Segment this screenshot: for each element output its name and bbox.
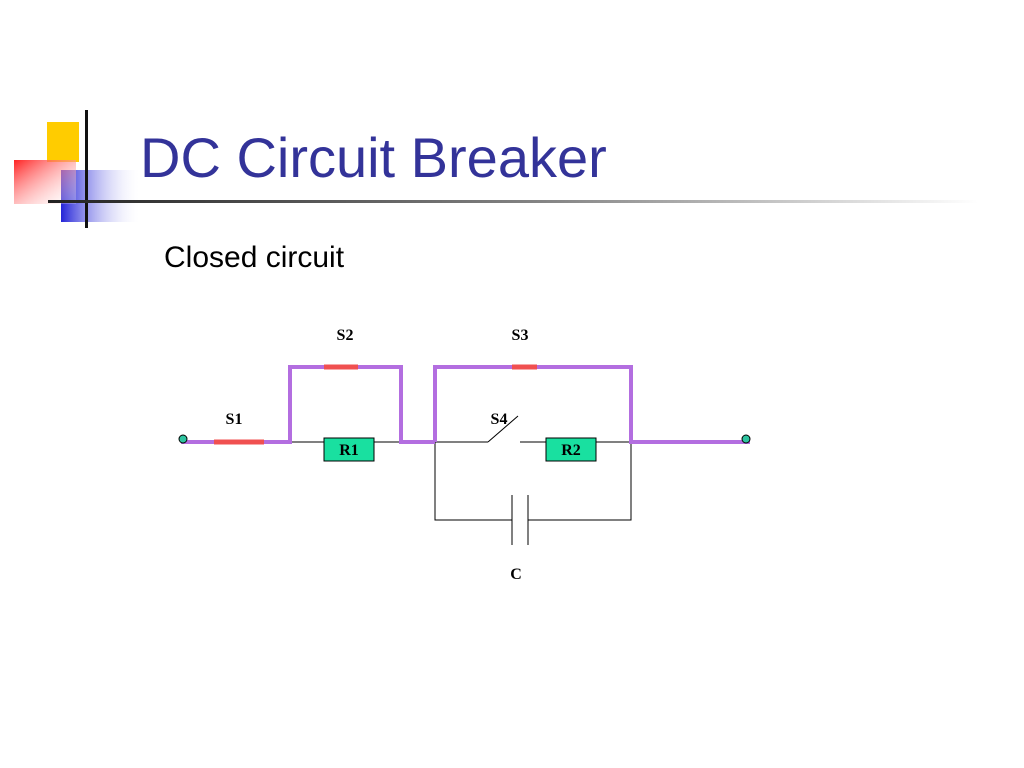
label-r2: R2 bbox=[561, 442, 581, 459]
wire-s3-loop bbox=[433, 365, 750, 444]
vertical-rule bbox=[85, 110, 88, 228]
resistor-r1 bbox=[323, 437, 375, 462]
closed-switches bbox=[214, 364, 537, 445]
active-wires bbox=[181, 365, 750, 444]
slide-decoration bbox=[14, 110, 978, 228]
terminal-left bbox=[178, 434, 188, 444]
inactive-wires bbox=[290, 441, 632, 521]
label-s3: S3 bbox=[512, 327, 529, 344]
wire-lower-branch-right bbox=[528, 442, 632, 521]
page-title: DC Circuit Breaker bbox=[140, 126, 607, 189]
label-r1: R1 bbox=[339, 442, 359, 459]
red-square bbox=[14, 160, 76, 204]
wire-left-to-s2-loop bbox=[181, 365, 435, 444]
label-s2: S2 bbox=[337, 327, 354, 344]
title-rule bbox=[48, 200, 978, 203]
label-c: C bbox=[510, 566, 522, 583]
yellow-square bbox=[47, 122, 79, 162]
terminal-right bbox=[741, 434, 751, 444]
resistor-r2 bbox=[545, 437, 597, 462]
capacitor-c bbox=[511, 495, 529, 545]
slide-subtitle: Closed circuit bbox=[164, 241, 345, 274]
label-s1: S1 bbox=[226, 411, 243, 428]
label-s4: S4 bbox=[491, 411, 508, 428]
wire-lower-branch bbox=[434, 442, 512, 521]
switch-s4-open bbox=[487, 415, 519, 443]
